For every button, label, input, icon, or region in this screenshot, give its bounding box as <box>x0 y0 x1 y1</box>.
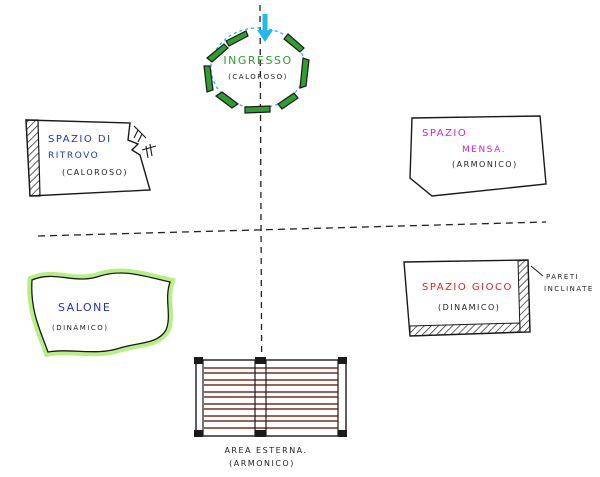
area-esterna-line1: AREA ESTERNA. <box>224 446 307 455</box>
step-lines-icon <box>133 125 157 159</box>
ingresso-ring <box>203 30 310 114</box>
spazio-ritrovo-line2: RITROVO <box>48 151 99 161</box>
pareti-annotation-line1: PARETI <box>546 273 579 281</box>
area-esterna-zone: AREA ESTERNA. (ARMONICO) <box>194 357 347 468</box>
ingresso-subtitle: (CALOROSO) <box>228 73 288 81</box>
spazio-mensa-line2: MENSA. <box>462 145 506 155</box>
spazio-ritrovo-zone: SPAZIO DI RITROVO (CALOROSO) <box>25 119 157 197</box>
deck-planks <box>204 367 338 429</box>
salone-zone: SALONE (DINAMICO) <box>27 268 176 358</box>
entrance-arrow-icon <box>257 14 273 42</box>
spazio-mensa-line1: SPAZIO <box>422 128 467 139</box>
spazio-gioco-zone: SPAZIO GIOCO (DINAMICO) PARETI INCLINATE <box>403 259 594 337</box>
area-esterna-line2: (ARMONICO) <box>229 459 295 468</box>
salone-title: SALONE <box>58 301 111 314</box>
horizontal-axis <box>37 221 547 237</box>
pareti-annotation-line2: INCLINATE <box>544 285 594 293</box>
spazio-mensa-subtitle: (ARMONICO) <box>452 160 518 169</box>
annotation-leader <box>530 265 544 277</box>
spazio-gioco-subtitle: (DINAMICO) <box>438 303 500 312</box>
spazio-ritrovo-line1: SPAZIO DI <box>48 134 112 145</box>
deck-posts <box>202 360 339 436</box>
salone-subtitle: (DINAMICO) <box>52 324 108 332</box>
corner-post-markers <box>194 357 347 437</box>
ingresso-zone: INGRESSO (CALOROSO) <box>203 14 310 114</box>
ingresso-title: INGRESSO <box>223 54 292 67</box>
spazio-ritrovo-subtitle: (CALOROSO) <box>62 168 128 177</box>
spazio-gioco-title: SPAZIO GIOCO <box>422 282 513 293</box>
spazio-mensa-zone: SPAZIO MENSA. (ARMONICO) <box>409 115 547 197</box>
